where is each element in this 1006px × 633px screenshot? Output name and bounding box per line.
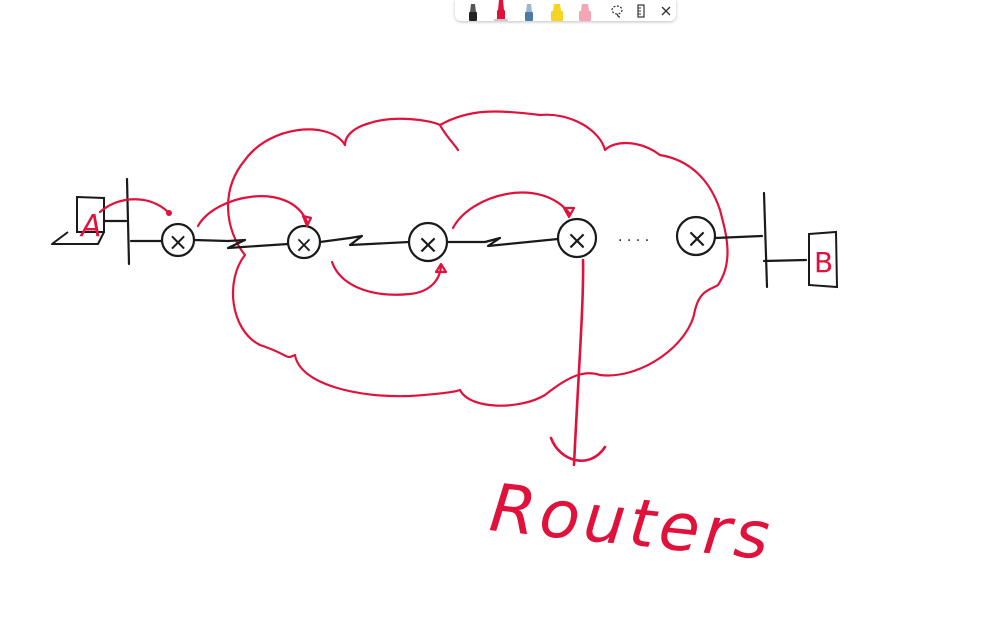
router-5: ×	[675, 215, 717, 257]
link-r3-r4	[445, 236, 560, 248]
svg-text:×: ×	[168, 228, 188, 256]
right-lan-segment	[713, 191, 808, 289]
svg-text:×: ×	[295, 233, 313, 258]
ruler-icon[interactable]	[631, 0, 651, 21]
hop-arrow-r2-r3	[330, 260, 448, 296]
hop-arrow-r3-r4	[451, 191, 576, 230]
routers-pointer-arrow	[549, 258, 607, 467]
host-a-label: A	[79, 209, 102, 244]
host-b-label: B	[814, 246, 833, 279]
ink-toolbar	[455, 0, 676, 21]
link-r1-r2	[192, 238, 290, 250]
blue-pen-icon[interactable]	[519, 0, 539, 21]
router-2: ×	[286, 224, 322, 260]
black-pen-icon[interactable]	[463, 0, 483, 21]
host-a-laptop: A	[51, 195, 105, 245]
network-cloud	[226, 110, 729, 407]
svg-text:×: ×	[686, 224, 708, 254]
pink-highlighter-icon[interactable]	[575, 0, 595, 21]
hop-arrow-a-r1	[98, 198, 170, 214]
red-pen-icon[interactable]	[491, 0, 511, 21]
link-r2-r3	[318, 234, 411, 247]
more-routers-ellipsis: . . . .	[618, 229, 649, 245]
svg-text:×: ×	[417, 230, 439, 260]
host-b-box: B	[808, 230, 839, 289]
hop-arrow-r1-r2	[196, 195, 313, 228]
router-3: ×	[407, 221, 449, 263]
svg-text:×: ×	[566, 226, 588, 256]
lasso-select-icon[interactable]	[607, 0, 627, 21]
close-icon[interactable]	[656, 0, 676, 21]
router-4: ×	[556, 217, 598, 259]
left-lan-segment	[102, 177, 164, 266]
yellow-highlighter-icon[interactable]	[547, 0, 567, 21]
router-1: ×	[160, 222, 196, 258]
routers-annotation: Routers	[486, 469, 777, 575]
